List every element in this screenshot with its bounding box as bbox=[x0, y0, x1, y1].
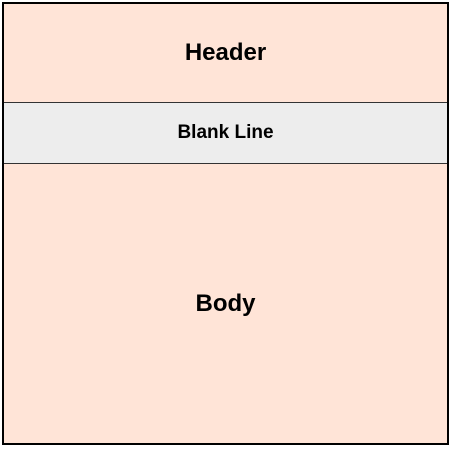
blank-line-section: Blank Line bbox=[4, 102, 447, 164]
blank-line-label: Blank Line bbox=[177, 122, 274, 143]
body-label: Body bbox=[195, 289, 256, 317]
header-label: Header bbox=[184, 39, 267, 66]
body-section: Body bbox=[4, 164, 447, 443]
header-section: Header bbox=[4, 4, 447, 102]
message-structure-diagram: Header Blank Line Body bbox=[2, 2, 449, 445]
